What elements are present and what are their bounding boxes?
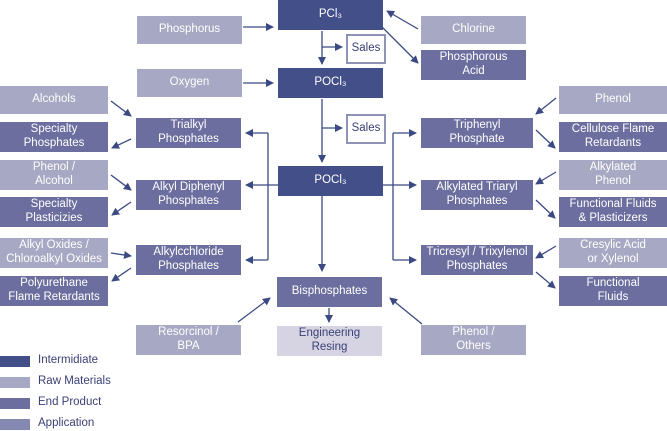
node-phenol-others-label: Phenol / Others — [452, 326, 495, 352]
arrow-diphenyl-plasticizies — [111, 201, 132, 216]
arrow-oxides-alkylcchloride — [110, 251, 132, 259]
node-specialty-plasticizies-label: Specialty Plasticizies — [25, 198, 83, 224]
node-engineering-resing-label: Engineering Resing — [298, 327, 361, 353]
arrow-pocl3-right-branch — [383, 184, 394, 260]
node-tricresyl-label: Tricresyl / Trixylenol Phosphates — [426, 246, 528, 272]
node-alkylated-phenol: Alkylated Phenol — [559, 160, 667, 190]
node-alkylated-triaryl: Alkylated Triaryl Phosphates — [421, 180, 533, 210]
arrow-triphenyl-cellulose — [535, 129, 556, 149]
node-cellulose: Cellulose Flame Retardants — [559, 122, 667, 152]
node-chlorine: Chlorine — [421, 16, 526, 44]
legend-label-application: Application — [38, 417, 95, 429]
node-alcohols-label: Alcohols — [32, 93, 76, 106]
node-functional-fluids-plasticizers: Functional Fluids & Plasticizers — [559, 197, 667, 227]
node-engineering-resing: Engineering Resing — [277, 326, 382, 356]
node-phosphorus-label: Phosphorus — [158, 23, 221, 36]
node-resorcinol-label: Resorcinol / BPA — [158, 326, 219, 352]
node-resorcinol: Resorcinol / BPA — [136, 325, 241, 355]
legend-swatch-end-product — [0, 398, 30, 409]
node-pocl3-top: POCl₃ — [278, 68, 383, 98]
node-phenol-alcohol: Phenol / Alcohol — [0, 160, 108, 190]
node-functional-fluids-label: Functional Fluids — [586, 277, 640, 303]
arrow-alcohols-trialkyl — [110, 100, 132, 117]
node-tricresyl: Tricresyl / Trixylenol Phosphates — [421, 245, 533, 275]
node-alkyl-diphenyl-phosphates-label: Alkyl Diphenyl Phosphates — [152, 181, 225, 207]
node-alkylcchloride-phosphates: Alkylcchloride Phosphates — [136, 245, 241, 275]
node-sales-2: Sales — [346, 114, 386, 144]
node-bisphosphates: Bisphosphates — [277, 277, 382, 307]
node-phenol: Phenol — [559, 86, 667, 114]
node-alkylated-phenol-label: Alkylated Phenol — [589, 161, 637, 187]
node-sales-1-label: Sales — [351, 42, 381, 55]
legend-label-intermediate: Intermidiate — [38, 354, 99, 366]
node-cresylic-acid-label: Cresylic Acid or Xylenol — [580, 239, 646, 265]
node-specialty-phosphates-label: Specialty Phosphates — [23, 123, 85, 149]
node-oxygen-label: Oxygen — [169, 76, 210, 89]
node-specialty-plasticizies: Specialty Plasticizies — [0, 197, 108, 227]
node-triphenyl-phosphate: Triphenyl Phosphate — [421, 118, 533, 148]
node-phosphorus: Phosphorus — [137, 16, 242, 44]
arrow-alkylcchloride-polyurethane — [111, 267, 132, 282]
node-polyurethane-label: Polyurethane Flame Retardants — [8, 277, 100, 303]
node-trialkyl-phosphates-label: Trialkyl Phosphates — [158, 119, 219, 145]
node-alcohols: Alcohols — [0, 86, 108, 114]
arrow-chlorine-pcl3 — [386, 10, 419, 30]
node-triphenyl-phosphate-label: Triphenyl Phosphate — [449, 119, 505, 145]
node-alkylcchloride-phosphates-label: Alkylcchloride Phosphates — [153, 246, 224, 272]
node-phenol-label: Phenol — [595, 93, 631, 106]
node-functional-fluids-plasticizers-label: Functional Fluids & Plasticizers — [569, 198, 657, 224]
legend-label-end-product: End Product — [38, 396, 102, 408]
node-cresylic-acid: Cresylic Acid or Xylenol — [559, 238, 667, 268]
arrow-trialkyl-specialty — [111, 138, 132, 149]
arrow-pcl3-phosphorous-acid — [380, 25, 419, 64]
legend-swatch-application — [0, 419, 30, 430]
node-pocl3-top-label: POCl₃ — [314, 76, 347, 89]
node-chlorine-label: Chlorine — [452, 23, 495, 36]
arrow-cresylic-tricresyl — [535, 245, 557, 259]
node-oxygen: Oxygen — [137, 69, 242, 97]
node-alkyl-oxides-label: Alkyl Oxides / Chloroalkyl Oxides — [6, 239, 102, 265]
node-cellulose-label: Cellulose Flame Retardants — [571, 123, 655, 149]
node-phosphorous-acid: Phosphorous Acid — [421, 50, 526, 80]
arrow-pocl3-left-branch — [267, 184, 278, 260]
node-pocl3-mid: POCl₃ — [278, 166, 383, 196]
node-pcl3: PCl₃ — [278, 0, 383, 30]
legend-label-raw-materials: Raw Materials — [38, 375, 111, 387]
arrow-phenol-others-bisphosphates — [389, 297, 423, 325]
node-alkylated-triaryl-label: Alkylated Triaryl Phosphates — [436, 181, 518, 207]
node-specialty-phosphates: Specialty Phosphates — [0, 122, 108, 152]
arrow-alkphenol-triaryl — [535, 171, 557, 185]
node-bisphosphates-label: Bisphosphates — [291, 285, 368, 298]
node-alkyl-oxides: Alkyl Oxides / Chloroalkyl Oxides — [0, 238, 108, 268]
node-trialkyl-phosphates: Trialkyl Phosphates — [136, 118, 241, 148]
node-sales-1: Sales — [346, 34, 386, 64]
legend-swatch-raw-materials — [0, 377, 30, 388]
arrow-phenol-triphenyl — [535, 97, 557, 115]
node-phosphorous-acid-label: Phosphorous Acid — [439, 51, 508, 77]
node-alkyl-diphenyl-phosphates: Alkyl Diphenyl Phosphates — [136, 180, 241, 210]
arrow-phenolalcohol-diphenyl — [110, 174, 132, 191]
node-phenol-others: Phenol / Others — [421, 325, 526, 355]
legend-swatch-intermediate — [0, 356, 30, 367]
arrow-resorcinol-bisphosphates — [237, 297, 271, 323]
arrow-triaryl-fluids — [535, 199, 556, 219]
node-functional-fluids: Functional Fluids — [559, 276, 667, 306]
arrow-tricresyl-functional — [535, 271, 556, 289]
node-pcl3-label: PCl₃ — [318, 8, 343, 21]
node-polyurethane: Polyurethane Flame Retardants — [0, 276, 108, 306]
node-phenol-alcohol-label: Phenol / Alcohol — [32, 161, 76, 187]
node-pocl3-mid-label: POCl₃ — [314, 174, 347, 187]
node-sales-2-label: Sales — [351, 122, 381, 135]
